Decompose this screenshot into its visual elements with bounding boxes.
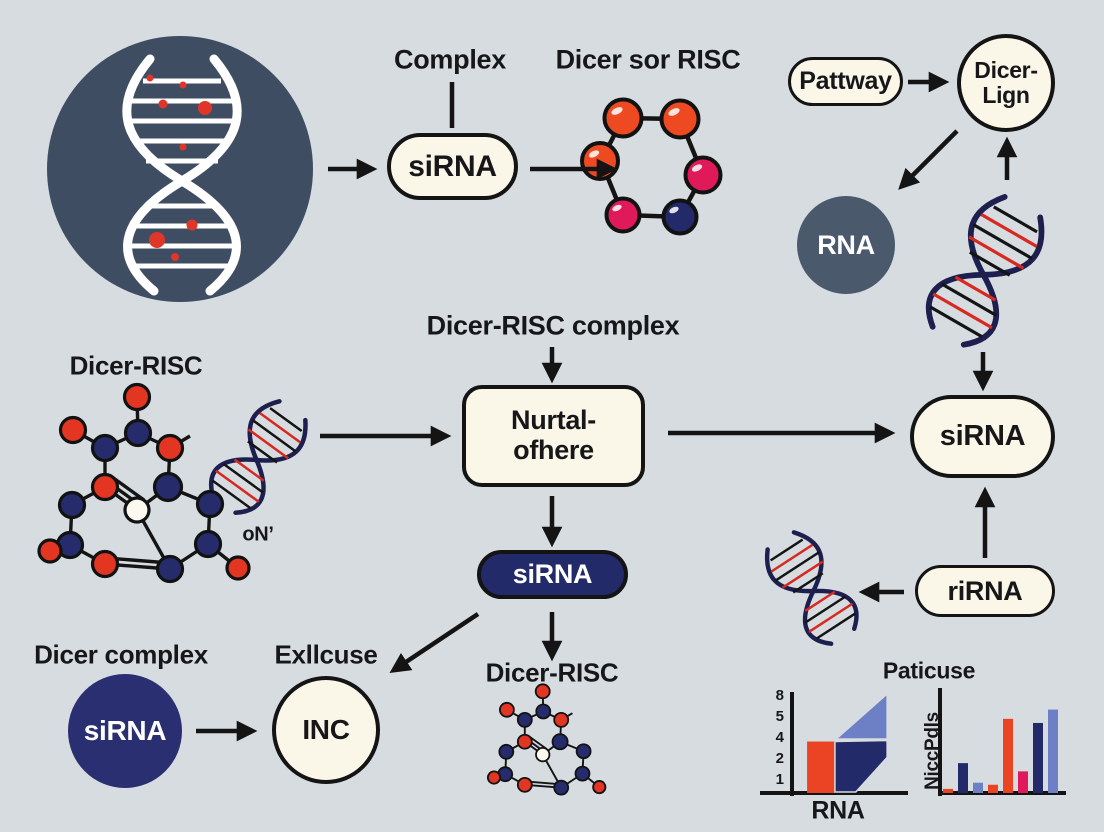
dna-circle-background <box>47 36 313 302</box>
dna-helix-bottom-right-icon <box>758 526 866 651</box>
ring-molecule-title: Dicer sor RISC <box>555 44 741 75</box>
sirna-node-circle: siRNA <box>68 674 182 788</box>
sirna-node-right: siRNA <box>910 395 1055 478</box>
charts-title: Paticuse <box>882 657 976 684</box>
nurtal-line1: Nurtal- <box>511 405 596 436</box>
chart-right-ylabel: NiccPdls <box>922 712 943 790</box>
dicer-risc-bottom-label: Dicer-RISC <box>485 657 619 688</box>
dicer-lign-line1: Dicer- <box>974 57 1038 84</box>
svg-text:5: 5 <box>776 708 784 725</box>
dicer-lign-line2: Lign <box>982 82 1030 108</box>
mini-chart-left: 8 5 4 2 1 <box>760 687 908 796</box>
rirna-node: riRNA <box>915 565 1055 617</box>
mini-chart-right <box>938 688 1066 796</box>
dna-helix-top-right-icon <box>917 189 1054 354</box>
ring-molecule-icon <box>580 97 723 236</box>
sirna-node-dark: siRNA <box>477 550 628 599</box>
nurtal-line2: ofhere <box>513 435 594 465</box>
sirna-node-top: siRNA <box>387 133 518 200</box>
on-prime-label: oN’ <box>242 523 274 546</box>
complex-label: Complex <box>394 44 506 75</box>
svg-text:1: 1 <box>776 771 784 788</box>
center-title: Dicer-RISC complex <box>426 310 680 341</box>
pattway-node: Pattway <box>788 57 903 106</box>
dicer-risc-left-label: Dicer-RISC <box>69 350 203 381</box>
svg-text:8: 8 <box>776 687 784 704</box>
dicer-lign-node: Dicer- Lign <box>957 34 1055 132</box>
molecule-bottom-icon <box>486 683 607 796</box>
svg-text:4: 4 <box>776 729 785 746</box>
nurtal-ofhere-node: Nurtal- ofhere <box>462 385 645 487</box>
molecule-left-icon <box>37 382 251 584</box>
chart-left-xlabel: RNA <box>811 796 865 825</box>
dna-helix-left-icon <box>201 394 315 521</box>
exllcuse-label: Exllcuse <box>274 639 378 670</box>
dicer-complex-label: Dicer complex <box>34 639 208 670</box>
svg-text:2: 2 <box>776 750 784 767</box>
inc-node: INC <box>272 676 380 784</box>
rna-node: RNA <box>797 196 895 294</box>
